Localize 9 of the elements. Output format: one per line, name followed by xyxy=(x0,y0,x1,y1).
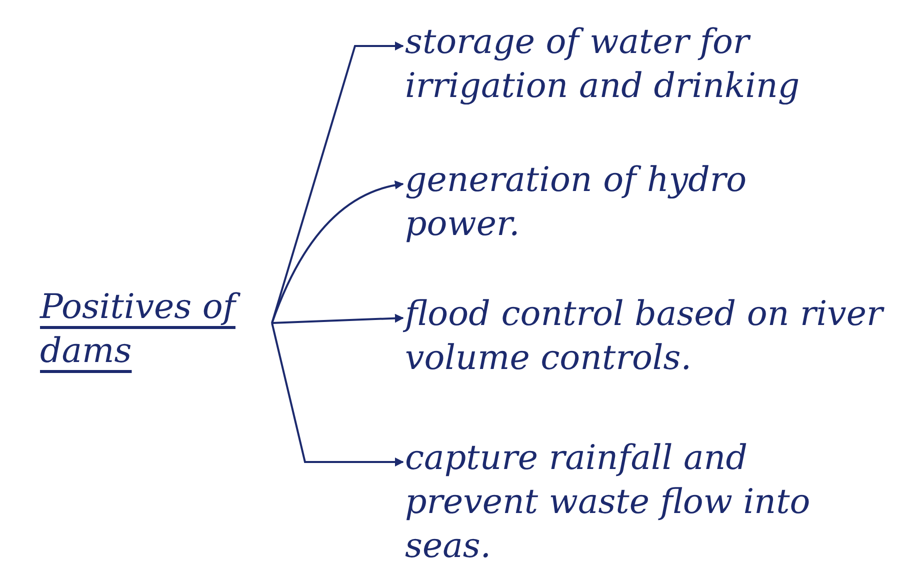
arrow xyxy=(272,314,404,324)
branch-text: generation of hydro power. xyxy=(405,159,748,246)
branch-text: storage of water for irrigation and drinking xyxy=(405,21,801,108)
branch-text: capture rainfall and prevent waste flow into seas. xyxy=(405,437,812,568)
branch-text: flood control based on river volume controls. xyxy=(405,293,885,380)
arrow xyxy=(271,42,404,324)
arrow xyxy=(271,180,404,324)
arrow xyxy=(271,322,404,466)
topic-heading: Positives of dams xyxy=(40,285,270,374)
